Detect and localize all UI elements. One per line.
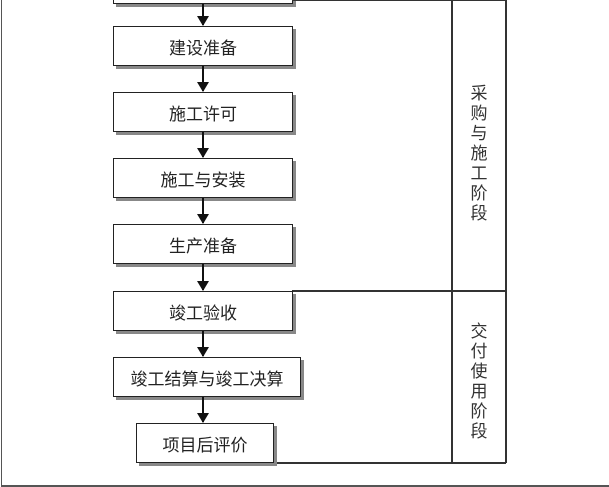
step-box: 建设准备 — [113, 26, 293, 66]
previous-step-box — [113, 0, 293, 4]
step-box: 施工与安装 — [113, 158, 293, 198]
step-box: 竣工验收 — [113, 291, 293, 331]
phase-separator — [292, 290, 506, 292]
step-box: 竣工结算与竣工决算 — [113, 357, 301, 397]
phase-label-construction: 采购与施工阶段 — [470, 84, 488, 224]
phase-top-line — [292, 0, 506, 1]
arrow — [197, 331, 209, 357]
arrow — [197, 198, 209, 224]
arrow — [197, 132, 209, 158]
arrow — [197, 4, 209, 26]
frame-border — [1, 485, 609, 487]
phase-divider — [451, 0, 453, 463]
phase-divider — [505, 0, 507, 463]
arrow — [197, 264, 209, 291]
phase-label-delivery: 交付使用阶段 — [470, 322, 488, 442]
frame-border — [1, 0, 2, 486]
step-box: 生产准备 — [113, 224, 293, 264]
step-box: 施工许可 — [113, 92, 293, 132]
phase-bottom-line — [273, 462, 506, 464]
step-box: 项目后评价 — [136, 423, 274, 463]
arrow — [197, 397, 209, 423]
arrow — [197, 66, 209, 92]
